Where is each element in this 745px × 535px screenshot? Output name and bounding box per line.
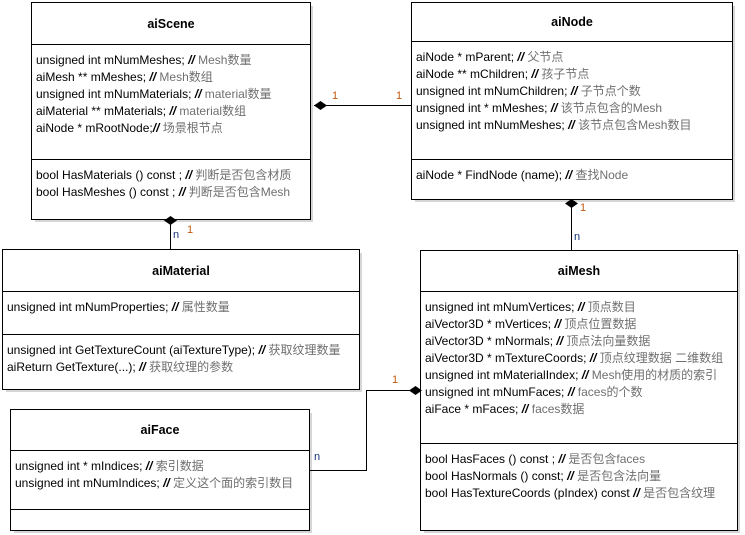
class-attribute-row: unsigned int mNumIndices; // 定义这个面的索引数目: [15, 476, 294, 490]
class-attribute-row: unsigned int mNumFaces; // faces的个数: [425, 385, 643, 399]
multiplicity-mesh-face-source: 1: [392, 374, 399, 386]
class-methods-aiface: [11, 509, 309, 530]
class-attributes-aimaterial: unsigned int mNumProperties; // 属性数量: [3, 291, 359, 334]
edge-mesh-face-segment-top: [366, 390, 422, 391]
multiplicity-scene-material-source: 1: [187, 224, 194, 236]
class-attribute-row: unsigned int mNumVertices; // 顶点数目: [425, 300, 636, 314]
class-title-aiscene: aiScene: [147, 16, 195, 31]
class-attribute-row: unsigned int * mMeshes; // 该节点包含的Mesh: [416, 101, 663, 115]
class-attribute-row: aiFace * mFaces; // faces数据: [425, 402, 585, 416]
class-title-aiface: aiFace: [140, 423, 180, 437]
class-attributes-aiscene: unsigned int mNumMeshes; // Mesh数量 aiMes…: [32, 44, 310, 159]
class-attribute-row: unsigned int mNumChildren; // 子节点个数: [416, 84, 641, 98]
class-method-row: bool HasMeshes () const ; // 判断是否包含Mesh: [36, 185, 291, 199]
class-attribute-row: aiVector3D * mNormals; // 顶点法向量数据: [425, 334, 651, 348]
edge-scene-node: [314, 105, 412, 106]
class-method-row: bool HasNormals () const; // 是否包含法向量: [425, 469, 662, 483]
aggregation-diamond-mesh-face: [409, 386, 422, 395]
class-title-ainode: aiNode: [551, 15, 593, 29]
class-attribute-row: unsigned int mMaterialIndex; // Mesh使用的材…: [425, 368, 718, 382]
class-title-aimaterial: aiMaterial: [152, 263, 210, 278]
class-attribute-row: unsigned int mNumMeshes; // 该节点包含Mesh数目: [416, 118, 692, 132]
aggregation-diamond-node-mesh: [565, 199, 578, 208]
class-attribute-row: aiMaterial ** mMaterials; // material数组: [36, 104, 247, 118]
class-box-ainode[interactable]: aiNode aiNode * mParent; // 父节点 aiNode *…: [411, 2, 733, 200]
edge-mesh-face-segment-vertical: [366, 390, 367, 471]
class-attribute-row: aiVector3D * mVertices; // 顶点位置数据: [425, 317, 637, 331]
class-attribute-row: unsigned int mNumMaterials; // material数…: [36, 87, 272, 101]
class-method-row: bool HasTextureCoords (pIndex) const // …: [425, 486, 716, 500]
edge-node-mesh: [571, 199, 572, 251]
class-attribute-row: aiNode * mRootNode;// 场景根节点: [36, 121, 223, 135]
class-methods-ainode: aiNode * FindNode (name); // 查找Node: [412, 159, 732, 199]
class-method-row: aiReturn GetTexture(...); // 获取纹理的参数: [7, 360, 234, 374]
class-method-row: bool HasFaces () const ; // 是否包含faces: [425, 452, 646, 466]
multiplicity-mesh-face-target: n: [314, 451, 321, 463]
class-box-aiscene[interactable]: aiScene unsigned int mNumMeshes; // Mesh…: [31, 2, 311, 220]
class-method-row: aiNode * FindNode (name); // 查找Node: [416, 168, 629, 182]
class-title-aimesh: aiMesh: [557, 264, 601, 278]
multiplicity-node-mesh-source: 1: [580, 202, 587, 214]
class-attribute-row: aiMesh ** mMeshes; // Mesh数组: [36, 70, 213, 84]
class-attribute-row: unsigned int * mIndices; // 索引数据: [15, 459, 204, 473]
class-methods-aimesh: bool HasFaces () const ; // 是否包含faces bo…: [421, 443, 737, 521]
aggregation-diamond-scene-node: [314, 101, 327, 110]
class-attributes-aiface: unsigned int * mIndices; // 索引数据 unsigne…: [11, 450, 309, 509]
multiplicity-node-mesh-target: n: [574, 231, 581, 243]
class-attributes-ainode: aiNode * mParent; // 父节点 aiNode ** mChil…: [412, 41, 732, 159]
class-attribute-row: unsigned int mNumProperties; // 属性数量: [7, 300, 230, 314]
multiplicity-scene-node-target: 1: [396, 90, 403, 102]
class-box-aimesh[interactable]: aiMesh unsigned int mNumVertices; // 顶点数…: [420, 250, 738, 531]
class-methods-aiscene: bool HasMaterials () const ; // 判断是否包含材质…: [32, 159, 310, 219]
multiplicity-scene-material-target: n: [173, 229, 180, 241]
aggregation-diamond-scene-material: [164, 216, 177, 225]
edge-mesh-face-segment-bottom: [310, 470, 367, 471]
class-method-row: unsigned int GetTextureCount (aiTextureT…: [7, 343, 341, 357]
class-attribute-row: aiNode * mParent; // 父节点: [416, 50, 564, 64]
multiplicity-scene-node-source: 1: [332, 90, 339, 102]
class-box-aimaterial[interactable]: aiMaterial unsigned int mNumProperties; …: [2, 249, 360, 390]
class-methods-aimaterial: unsigned int GetTextureCount (aiTextureT…: [3, 334, 359, 389]
class-box-aiface[interactable]: aiFace unsigned int * mIndices; // 索引数据 …: [10, 409, 310, 531]
class-attribute-row: unsigned int mNumMeshes; // Mesh数量: [36, 53, 252, 67]
class-method-row: bool HasMaterials () const ; // 判断是否包含材质: [36, 168, 292, 182]
class-attributes-aimesh: unsigned int mNumVertices; // 顶点数目 aiVec…: [421, 291, 737, 443]
class-attribute-row: aiNode ** mChildren; // 孩子节点: [416, 67, 590, 81]
edge-scene-material: [170, 218, 171, 251]
class-attribute-row: aiVector3D * mTextureCoords; // 顶点纹理数据 二…: [425, 351, 724, 365]
